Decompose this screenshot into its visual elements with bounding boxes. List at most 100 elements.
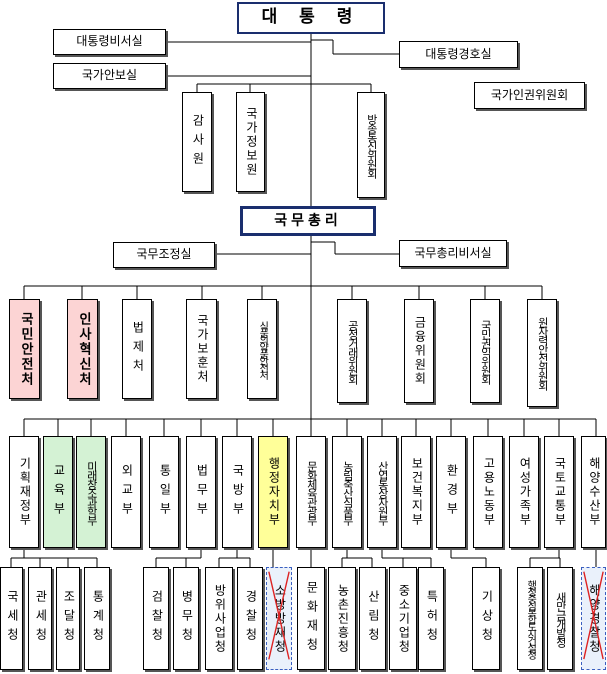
dept-labor-label: 고용노동부: [481, 457, 496, 527]
agency-defense-acquisition-label: 방위사업청: [212, 583, 227, 654]
dept-science-box[interactable]: 미래창조과학부: [76, 436, 106, 548]
human-rights-commission-label: 국가인권위원회: [490, 87, 569, 102]
agency-prosecution-box[interactable]: 검찰청: [143, 567, 169, 670]
dept-agriculture-box[interactable]: 농림축산식품부: [332, 436, 362, 548]
agency-meteorological-box[interactable]: 기상청: [472, 567, 500, 670]
dept-ocean-box[interactable]: 해양수산부: [581, 436, 606, 548]
agency-meteorological-label: 기상청: [479, 590, 494, 647]
financial-services-commission-box[interactable]: 금융위원회: [404, 299, 434, 403]
agency-happy-city-label: 행정중심복합도시건설청: [524, 580, 536, 657]
agency-patent-office-box[interactable]: 특허청: [418, 567, 444, 670]
dept-education-box[interactable]: 교육부: [43, 436, 73, 548]
dept-unification-label: 통일부: [157, 463, 172, 521]
agency-forest-service-label: 산림청: [366, 590, 381, 647]
dept-ocean-label: 해양수산부: [587, 457, 602, 527]
dept-culture-box[interactable]: 문화체육관광부: [296, 436, 326, 548]
dept-defense-box[interactable]: 국방부: [222, 436, 252, 548]
prime-minister-box[interactable]: 국무총리: [240, 206, 376, 236]
president-box[interactable]: 대 통 령: [237, 2, 385, 34]
agency-coast-guard-box[interactable]: 해양경찰청: [581, 567, 606, 670]
dept-environment-box[interactable]: 환경부: [436, 436, 466, 548]
dept-health-label: 보건복지부: [409, 457, 424, 527]
agency-patent-office-label: 특허청: [424, 590, 439, 647]
nuclear-safety-commission-box[interactable]: 원자력안전위원회: [527, 299, 557, 407]
ministry-patriots-veterans-label: 국가보훈처: [195, 314, 210, 384]
agency-smba-label: 중소기업청: [396, 583, 411, 654]
dept-defense-label: 국방부: [230, 463, 245, 521]
agency-rural-development-label: 농촌진흥청: [335, 583, 350, 654]
dept-finance-box[interactable]: 기획재정부: [9, 436, 39, 548]
dept-land-box[interactable]: 국토교통부: [544, 436, 574, 548]
dept-justice-box[interactable]: 법무부: [186, 436, 216, 548]
agency-forest-service-box[interactable]: 산림청: [359, 567, 386, 670]
presidential-secretariat-box[interactable]: 대통령비서실: [53, 29, 166, 55]
dept-labor-box[interactable]: 고용노동부: [473, 436, 503, 548]
agency-defense-acquisition-box[interactable]: 방위사업청: [205, 567, 233, 670]
ministry-patriots-veterans-box[interactable]: 국가보훈처: [186, 299, 217, 399]
dept-health-box[interactable]: 보건복지부: [401, 436, 431, 548]
dept-education-label: 교육부: [51, 463, 66, 521]
agency-saemangeum-box[interactable]: 새만금개발청: [547, 567, 573, 670]
dept-gender-box[interactable]: 여성가족부: [509, 436, 539, 548]
agency-happy-city-box[interactable]: 행정중심복합도시건설청: [517, 567, 543, 670]
agency-prosecution-label: 검찰청: [149, 590, 164, 647]
dept-industry-box[interactable]: 산업통상자원부: [367, 436, 397, 548]
ministry-personnel-management-box[interactable]: 인사혁신처: [67, 299, 98, 399]
ministry-personnel-management-label: 인사혁신처: [75, 311, 91, 387]
agency-statistics-box[interactable]: 통계청: [84, 567, 110, 670]
presidential-secretariat-label: 대통령비서실: [76, 34, 143, 49]
ministry-food-drug-safety-box[interactable]: 식품의약품안전처: [247, 299, 277, 399]
agency-customs-label: 관세청: [33, 590, 48, 647]
dept-culture-label: 문화체육관광부: [305, 460, 319, 524]
dept-interior-label: 행정자치부: [266, 457, 281, 527]
presidential-security-service-box[interactable]: 대통령경호실: [399, 41, 518, 68]
dept-agriculture-label: 농림축산식품부: [341, 460, 355, 524]
communications-commission-label: 방송통신위원회: [365, 113, 379, 177]
board-of-audit-label: 감사원: [190, 113, 205, 171]
ministry-food-drug-safety-label: 식품의약품안전처: [256, 321, 268, 377]
pm-secretariat-box[interactable]: 국무총리비서실: [399, 240, 507, 267]
agency-procurement-label: 조달청: [61, 590, 76, 647]
national-intelligence-box[interactable]: 국가정보원: [236, 92, 265, 192]
dept-foreign-affairs-label: 외교부: [119, 463, 134, 521]
agency-police-label: 경찰청: [243, 590, 258, 647]
agency-military-manpower-box[interactable]: 병무청: [173, 567, 199, 670]
agency-tax-label: 국세청: [5, 590, 20, 647]
agency-tax-box[interactable]: 국세청: [0, 567, 23, 670]
agency-customs-box[interactable]: 관세청: [28, 567, 52, 670]
agency-fire-disaster-label: 소방방재청: [272, 583, 287, 654]
dept-science-label: 미래창조과학부: [85, 460, 99, 524]
anti-corruption-commission-box[interactable]: 국민권익위원회: [470, 299, 500, 403]
dept-justice-label: 법무부: [194, 463, 209, 521]
agency-smba-box[interactable]: 중소기업청: [389, 567, 417, 670]
prime-minister-label: 국무총리: [274, 212, 342, 229]
agency-statistics-label: 통계청: [90, 590, 105, 647]
ministry-public-safety-box[interactable]: 국민안전처: [9, 299, 40, 399]
agency-fire-disaster-box[interactable]: 소방방재청: [266, 567, 292, 670]
dept-finance-label: 기획재정부: [17, 457, 32, 527]
agency-cultural-heritage-label: 문화재청: [304, 580, 319, 657]
dept-interior-box[interactable]: 행정자치부: [258, 436, 288, 548]
communications-commission-box[interactable]: 방송통신위원회: [357, 92, 385, 198]
dept-environment-label: 환경부: [444, 463, 459, 521]
agency-rural-development-box[interactable]: 농촌진흥청: [328, 567, 356, 670]
agency-procurement-box[interactable]: 조달청: [56, 567, 80, 670]
dept-foreign-affairs-box[interactable]: 외교부: [111, 436, 141, 548]
dept-unification-box[interactable]: 통일부: [149, 436, 179, 548]
national-intelligence-label: 국가정보원: [244, 107, 259, 177]
dept-land-label: 국토교통부: [552, 457, 567, 527]
ministry-legislation-label: 법제처: [130, 320, 145, 378]
agency-cultural-heritage-box[interactable]: 문화재청: [297, 567, 325, 670]
pm-secretariat-label: 국무총리비서실: [414, 245, 492, 260]
office-for-government-policy-coordination-box[interactable]: 국무조정실: [113, 242, 215, 268]
agency-police-box[interactable]: 경찰청: [237, 567, 263, 670]
agency-military-manpower-label: 병무청: [179, 590, 194, 647]
human-rights-commission-box[interactable]: 국가인권위원회: [474, 82, 585, 109]
national-security-office-box[interactable]: 국가안보실: [53, 63, 166, 89]
fair-trade-commission-label: 공정거래위원회: [346, 319, 360, 383]
fair-trade-commission-box[interactable]: 공정거래위원회: [337, 299, 367, 403]
board-of-audit-box[interactable]: 감사원: [182, 92, 212, 192]
ministry-legislation-box[interactable]: 법제처: [122, 299, 152, 399]
office-for-government-policy-coordination-label: 국무조정실: [136, 247, 192, 262]
